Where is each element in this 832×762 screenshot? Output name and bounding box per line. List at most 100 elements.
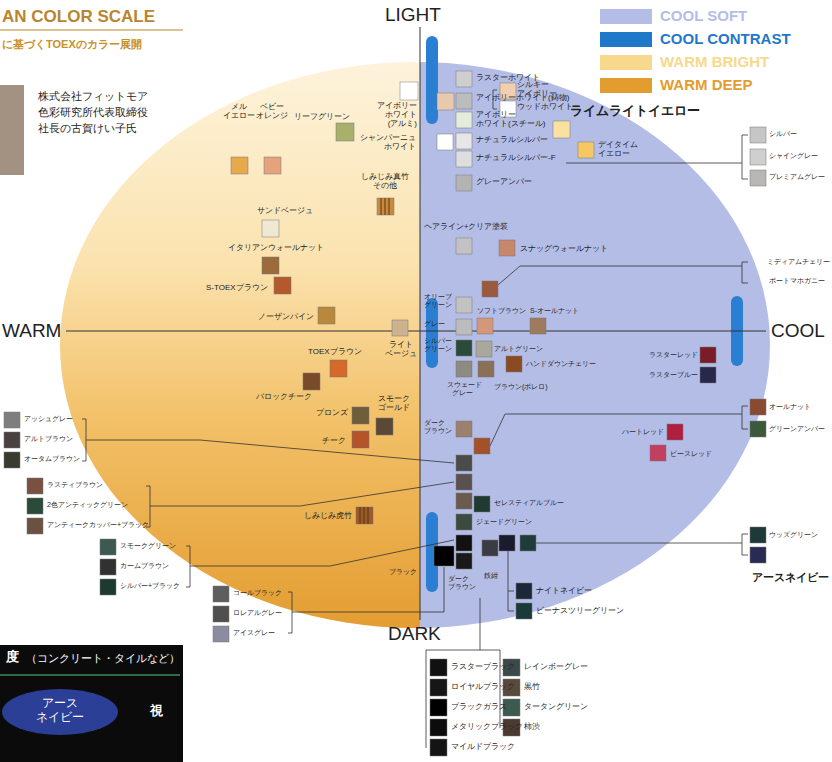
color-label: ブラウン(ボレロ) xyxy=(494,383,548,391)
color-label: グレーアンバー xyxy=(476,177,532,186)
swatch xyxy=(434,546,454,566)
swatch xyxy=(456,474,472,490)
color-label: LIGHT xyxy=(385,4,441,26)
swatch xyxy=(456,319,472,335)
color-label: DARK xyxy=(388,623,441,645)
swatch xyxy=(4,452,20,468)
color-label: 視 xyxy=(150,704,163,719)
legend-swatch xyxy=(600,78,652,93)
swatch xyxy=(4,432,20,448)
color-label: アイスグレー xyxy=(233,629,275,637)
swatch xyxy=(530,318,546,334)
color-label: ライト ベージュ xyxy=(384,340,418,358)
color-label: ハンドダウンチェリー xyxy=(526,360,596,368)
swatch xyxy=(231,157,248,174)
axes xyxy=(66,27,766,620)
swatch xyxy=(506,356,522,372)
color-label: ソフトブラウン xyxy=(477,307,526,315)
swatch xyxy=(303,373,320,390)
swatch xyxy=(456,340,472,356)
color-label: セレスティアルブルー xyxy=(494,499,564,507)
color-label: バロックチーク xyxy=(256,392,312,401)
swatch xyxy=(478,361,494,377)
color-label: 度 xyxy=(6,650,19,665)
color-label: ウッズグリーン xyxy=(769,531,818,539)
swatch xyxy=(430,739,447,756)
swatch xyxy=(264,157,281,174)
swatch xyxy=(262,257,279,274)
color-label: ナチュラルシルバー-F xyxy=(476,153,556,162)
color-label: 社長の古賀けい子氏 xyxy=(38,122,137,134)
color-label: ノーザンパイン xyxy=(258,312,314,321)
swatch xyxy=(456,238,472,254)
scale-ellipse xyxy=(0,50,832,650)
swatch xyxy=(750,399,766,415)
color-label: デイタイム イエロー xyxy=(598,140,640,158)
swatch xyxy=(700,367,716,383)
color-label: ロレアルグレー xyxy=(233,609,282,617)
color-label: シルバー xyxy=(769,130,797,138)
color-label: サンドベージュ xyxy=(257,206,313,215)
swatch xyxy=(667,424,683,440)
color-label: ブロンズ xyxy=(316,408,348,417)
color-label: レインボーグレー xyxy=(524,663,588,672)
swatch xyxy=(392,320,408,336)
color-label: アースネイビー xyxy=(752,571,829,583)
color-label: グリーンアンバー xyxy=(769,425,825,433)
color-label: アース ネイビー xyxy=(32,697,87,725)
color-label: ジェードグリーン xyxy=(476,518,532,526)
color-label: しみじみ真竹 その他 xyxy=(360,172,410,190)
swatch xyxy=(27,518,43,534)
contrast-pill xyxy=(426,36,438,124)
color-label: アルトブラウン xyxy=(24,435,73,443)
swatch xyxy=(456,175,472,191)
swatch xyxy=(336,123,354,141)
swatch xyxy=(456,151,472,167)
color-label: ウッドホワイト xyxy=(517,102,573,111)
swatch xyxy=(213,626,229,642)
title-rule xyxy=(0,30,183,31)
color-label: イタリアンウォールナット xyxy=(228,243,324,252)
color-label: ビーナスツリーグリーン xyxy=(536,607,624,616)
color-label: カームブラウン xyxy=(120,562,169,570)
swatch xyxy=(482,540,498,556)
color-label: ダーク ブラウン xyxy=(448,575,477,591)
color-label: スナッグウォールナット xyxy=(520,245,608,254)
color-label: スウェード グレー xyxy=(447,381,477,397)
color-label: アンティークカッパー+ブラック xyxy=(47,521,149,529)
color-label: ベビー オレンジ xyxy=(255,102,289,120)
swatch xyxy=(456,493,472,509)
color-label: ダーク ブラウン xyxy=(424,419,453,435)
swatch xyxy=(437,134,453,150)
leader-line xyxy=(186,540,454,587)
legend-label: WARM BRIGHT xyxy=(660,53,769,70)
color-label: アイボリーホワイト(鋳物) xyxy=(476,93,569,102)
swatch xyxy=(474,438,490,454)
swatch xyxy=(27,498,43,514)
color-label: TOEXブラウン xyxy=(308,347,362,356)
color-label: 鉄紺 xyxy=(484,572,498,580)
color-label: コールブラック xyxy=(233,589,282,597)
cool-half xyxy=(420,50,832,650)
color-label: グレー xyxy=(424,320,445,328)
color-label: シルバー+ブラック xyxy=(120,582,180,590)
color-label: ロイヤルブラック xyxy=(451,683,515,692)
color-label: 株式会社フィットモア xyxy=(38,90,148,102)
legend-swatch xyxy=(600,9,652,24)
color-label: メタリックブラック xyxy=(451,723,523,732)
axis-line xyxy=(66,331,766,332)
color-label: マイルドブラック xyxy=(451,743,515,752)
swatch xyxy=(430,719,447,736)
swatch xyxy=(100,579,116,595)
color-label: S-オールナット xyxy=(530,307,579,315)
leader-line xyxy=(498,262,748,285)
swatch xyxy=(750,149,766,165)
swatch xyxy=(750,170,766,186)
bamboo-stripes xyxy=(360,198,389,524)
swatch xyxy=(456,93,472,109)
color-label: オータムブラウン xyxy=(24,455,80,463)
color-label: ラスターブルー xyxy=(649,371,698,379)
leader-line xyxy=(566,135,748,179)
legend-swatch xyxy=(600,32,652,47)
